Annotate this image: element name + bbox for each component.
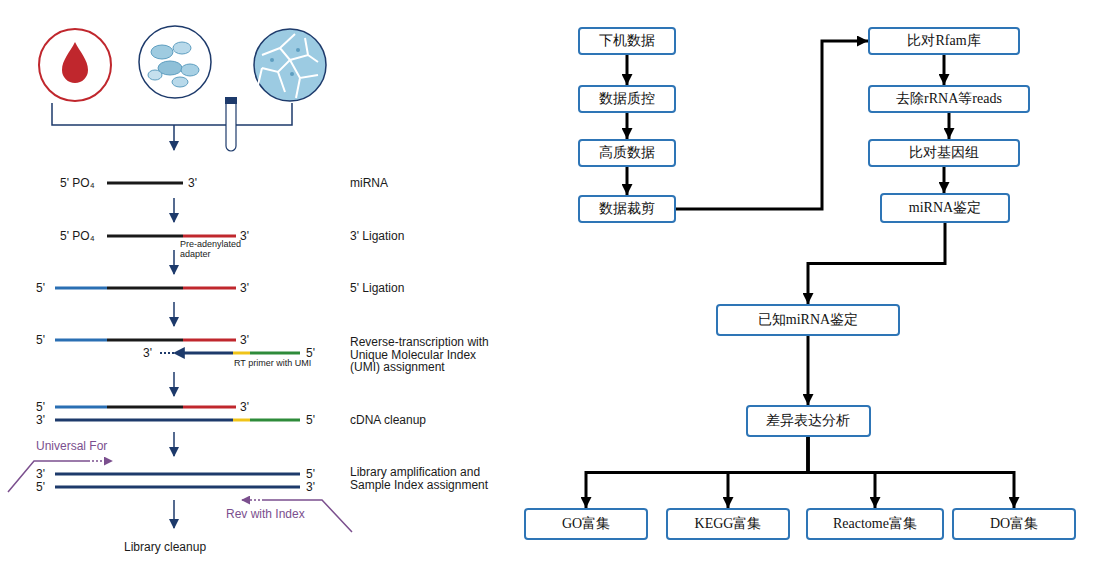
box-label: KEGG富集 bbox=[695, 515, 762, 533]
box-label: miRNA鉴定 bbox=[909, 199, 981, 217]
bracket bbox=[52, 103, 292, 125]
box-label: 比对基因组 bbox=[909, 144, 979, 162]
annotation-label: 5' bbox=[36, 334, 45, 347]
flow-arrow bbox=[676, 41, 868, 209]
flow-arrow bbox=[943, 167, 946, 193]
step-arrows bbox=[173, 125, 175, 528]
process-box: 数据裁剪 bbox=[578, 195, 676, 223]
box-label: 下机数据 bbox=[599, 32, 655, 50]
annotation-label: 3' bbox=[240, 401, 249, 414]
annotation-label: 5' bbox=[306, 347, 315, 360]
annotation-label: RT primer with UMI bbox=[234, 359, 311, 369]
primers bbox=[8, 461, 352, 532]
annotation-label: 5' bbox=[36, 401, 45, 414]
process-box: miRNA鉴定 bbox=[880, 193, 1010, 223]
box-label: 比对Rfam库 bbox=[907, 32, 980, 50]
annotation-label: miRNA bbox=[350, 177, 388, 190]
annotation-label: 3' bbox=[143, 347, 152, 360]
process-box: 比对Rfam库 bbox=[868, 27, 1020, 55]
flow-arrow bbox=[626, 55, 629, 85]
annotation-label: 5' PO₄ bbox=[60, 177, 95, 190]
process-box: DO富集 bbox=[952, 508, 1076, 540]
process-box: KEGG富集 bbox=[666, 508, 790, 540]
box-label: 已知miRNA鉴定 bbox=[758, 311, 858, 329]
process-box: GO富集 bbox=[524, 508, 648, 540]
annotation-label: Library cleanup bbox=[124, 541, 206, 554]
process-box: 下机数据 bbox=[578, 27, 676, 55]
flow-arrow bbox=[626, 113, 629, 139]
annotation-label: Universal For bbox=[36, 440, 107, 453]
box-label: DO富集 bbox=[990, 515, 1038, 533]
box-label: 差异表达分析 bbox=[766, 412, 850, 430]
annotation-label: 3' bbox=[240, 334, 249, 347]
flow-arrow bbox=[808, 223, 945, 304]
process-box: 数据质控 bbox=[578, 85, 676, 113]
tissue-icon bbox=[254, 29, 326, 101]
annotation-label: Library amplification and Sample Index a… bbox=[350, 466, 490, 492]
box-label: 数据质控 bbox=[599, 90, 655, 108]
annotation-label: 5' bbox=[306, 414, 315, 427]
box-label: 去除rRNA等reads bbox=[896, 90, 1002, 108]
annotation-label: Reverse-transcription with Unique Molecu… bbox=[350, 336, 490, 375]
box-label: 数据裁剪 bbox=[599, 200, 655, 218]
process-box: 差异表达分析 bbox=[746, 405, 871, 437]
annotation-label: 3' bbox=[36, 414, 45, 427]
annotation-label: 3' Ligation bbox=[350, 230, 404, 243]
flow-arrow bbox=[626, 167, 629, 195]
annotation-label: 5' PO₄ bbox=[60, 230, 95, 243]
process-box: Reactome富集 bbox=[806, 508, 944, 540]
box-label: 高质数据 bbox=[599, 144, 655, 162]
flow-arrow bbox=[728, 437, 808, 508]
blood-icon bbox=[39, 29, 111, 101]
process-box: 高质数据 bbox=[578, 139, 676, 167]
annotation-label: 3' bbox=[306, 481, 315, 494]
cells-icon bbox=[139, 26, 211, 98]
flow-arrow bbox=[807, 336, 810, 405]
annotation-label: 3' bbox=[240, 230, 249, 243]
annotation-label: cDNA cleanup bbox=[350, 414, 426, 427]
flow-arrow bbox=[948, 113, 951, 139]
process-box: 已知miRNA鉴定 bbox=[716, 304, 900, 336]
process-box: 比对基因组 bbox=[868, 139, 1020, 167]
annotation-label: 3' bbox=[36, 468, 45, 481]
annotation-label: Rev with Index bbox=[226, 508, 305, 521]
box-label: Reactome富集 bbox=[833, 515, 917, 533]
tube-icon bbox=[225, 97, 237, 151]
box-label: GO富集 bbox=[562, 515, 610, 533]
annotation-label: 5' bbox=[306, 468, 315, 481]
flow-arrow bbox=[808, 437, 1014, 508]
annotation-label: 5' Ligation bbox=[350, 282, 404, 295]
flow-arrow bbox=[586, 437, 808, 508]
annotation-label: 5' bbox=[36, 282, 45, 295]
annotation-label: 5' bbox=[36, 481, 45, 494]
flow-arrow bbox=[943, 55, 946, 85]
annotation-label: 3' bbox=[188, 177, 197, 190]
annotation-label: Pre-adenylated adapter bbox=[180, 240, 250, 259]
annotation-label: 3' bbox=[240, 282, 249, 295]
process-box: 去除rRNA等reads bbox=[868, 85, 1030, 113]
